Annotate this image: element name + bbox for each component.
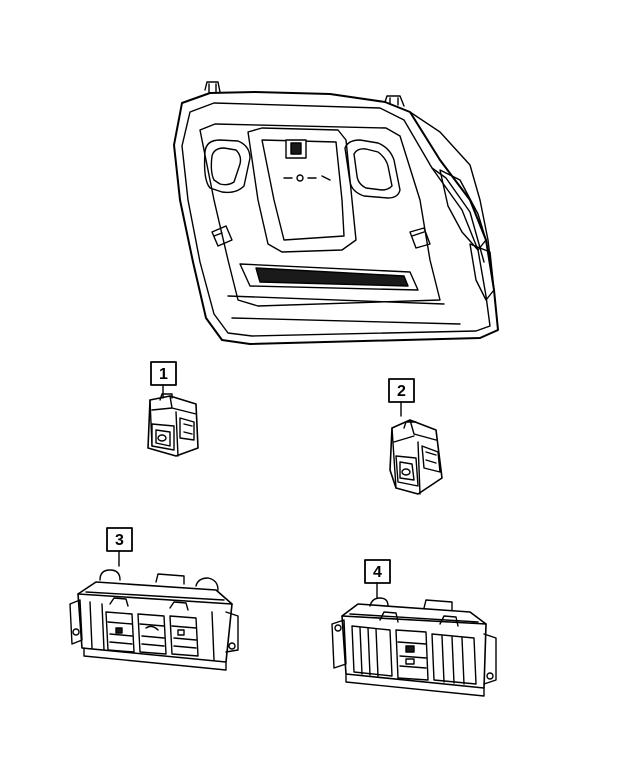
switch-part-1 (147, 393, 199, 457)
callout-3-label: 3 (115, 532, 124, 549)
callout-3: 3 (106, 527, 133, 567)
callout-4: 4 (364, 559, 391, 599)
switch-part-2 (389, 419, 443, 495)
switch-bank-part-3 (69, 569, 239, 671)
callout-1-label: 1 (159, 366, 168, 383)
switch-bank-part-4 (331, 597, 497, 697)
callout-2: 2 (388, 378, 415, 417)
callout-2-label: 2 (397, 383, 406, 400)
callout-4-label: 4 (373, 564, 382, 581)
callout-1: 1 (150, 361, 177, 399)
overhead-console-assembly (173, 81, 499, 345)
